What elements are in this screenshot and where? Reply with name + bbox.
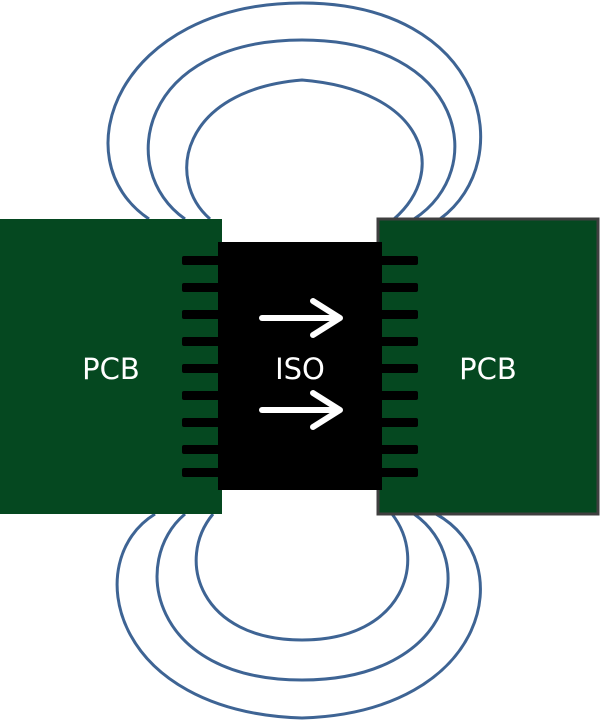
pin-left-8 [182,445,222,454]
field-lines-top [106,1,483,221]
pin-left-3 [182,310,222,319]
signal-arrow-top [259,298,343,338]
field-line-top-outer [106,1,483,221]
pin-right-5 [378,364,418,373]
field-line-bottom-middle [155,512,450,682]
pin-right-9 [378,468,418,477]
isolator-chip [218,242,382,490]
isolator-label: ISO [275,352,325,386]
pin-right-1 [378,256,418,265]
pin-left-7 [182,418,222,427]
field-line-top-inner [185,78,424,221]
field-lines-bottom [115,512,482,720]
pin-left-9 [182,468,222,477]
field-line-bottom-outer [115,512,482,720]
pin-right-3 [378,310,418,319]
signal-arrow-bottom [259,390,343,430]
pin-left-1 [182,256,222,265]
pin-left-4 [182,337,222,346]
right-pcb-label: PCB [459,352,517,386]
pin-left-5 [182,364,222,373]
pin-left-2 [182,283,222,292]
left-pins [182,256,222,477]
pin-left-6 [182,391,222,400]
pin-right-8 [378,445,418,454]
field-line-bottom-inner [194,513,410,642]
left-pcb-label: PCB [82,352,140,386]
pin-right-2 [378,283,418,292]
field-line-top-middle [146,38,457,221]
pin-right-7 [378,418,418,427]
pin-right-4 [378,337,418,346]
right-pins [378,256,418,477]
pin-right-6 [378,391,418,400]
